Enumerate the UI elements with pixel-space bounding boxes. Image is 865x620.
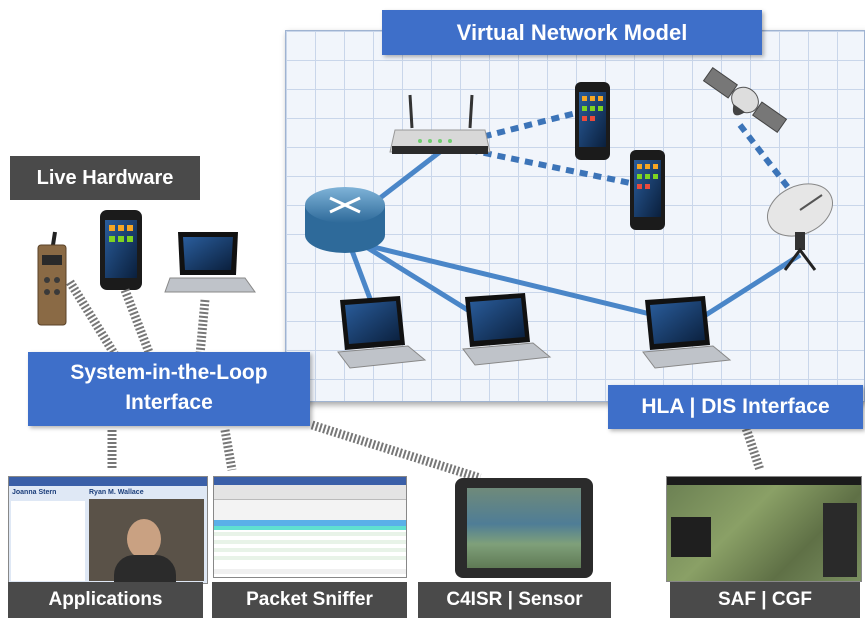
call-name: Ryan M. Wallace [89,489,144,496]
hla-dis-label: HLA | DIS Interface [608,385,863,429]
satellite-dish-icon [767,183,833,271]
live-hardware-label: Live Hardware [10,156,200,200]
saf-cgf-screenshot [666,476,862,582]
packet-list [214,520,406,564]
router-icon [305,187,385,253]
c4isr-sensor-display [455,478,593,578]
radio-icon [37,231,67,326]
saf-cgf-label: SAF | CGF [670,582,860,618]
smartphone-icon [575,82,610,160]
smartphone-icon [100,210,142,290]
video-feed [89,499,204,583]
applications-label: Applications [8,582,203,618]
contact-list [11,501,85,581]
c4isr-sensor-label: C4ISR | Sensor [418,582,611,618]
laptop-icon [462,293,552,366]
applications-screenshot: Joanna Stern Ryan M. Wallace [8,476,208,584]
packet-sniffer-label: Packet Sniffer [212,582,407,618]
satellite-icon [702,66,788,134]
laptop-icon [642,296,732,369]
wifi-router-icon [389,94,491,154]
wireless-links [469,109,793,192]
smartphone-icon [630,150,665,230]
diagram-title: Virtual Network Model [382,10,762,55]
laptop-icon [337,296,427,369]
title-bar [9,477,207,486]
title-bar [214,477,406,485]
packet-details [214,564,406,577]
network-links [342,146,802,333]
packet-sniffer-screenshot [213,476,407,578]
system-in-loop-label: System-in-the-Loop Interface [28,352,310,426]
laptop-icon [164,232,256,293]
toolbar [214,485,406,500]
contact-name: Joanna Stern [12,489,57,496]
interface-connectors [66,279,765,483]
